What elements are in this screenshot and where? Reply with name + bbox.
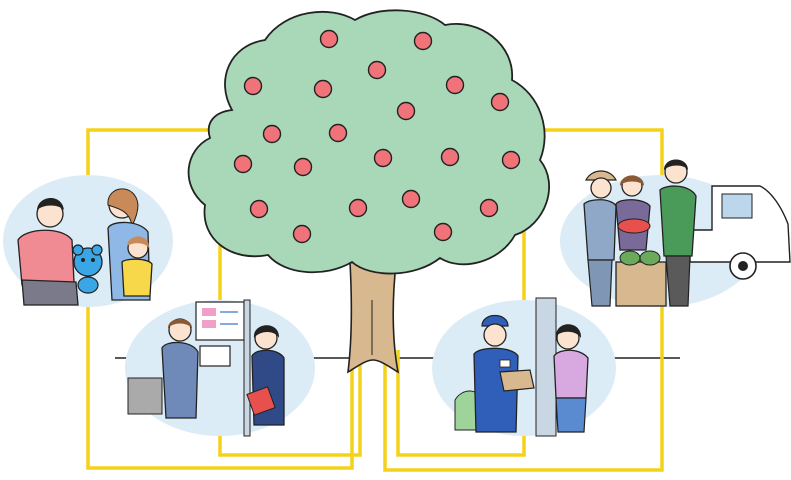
- fruit: [328, 123, 348, 143]
- fruit: [292, 224, 312, 244]
- recipient-icon: [553, 324, 589, 433]
- tree-fruits: [233, 29, 521, 244]
- visitor-icon: [246, 325, 285, 426]
- child-icon: [121, 236, 153, 297]
- fruit: [367, 60, 387, 80]
- fruit: [490, 92, 510, 112]
- fruit: [479, 198, 499, 218]
- delivery-person-icon: [473, 314, 519, 433]
- fruit: [313, 79, 333, 99]
- fruit: [233, 154, 253, 174]
- fruit: [373, 148, 393, 168]
- parcel-icon: [499, 369, 535, 392]
- tree-canopy: [187, 9, 550, 275]
- fruit: [440, 147, 460, 167]
- office-consultation-scene: [125, 299, 315, 437]
- fruit: [243, 76, 263, 96]
- fruit: [249, 199, 269, 219]
- vegetable-crate-icon: [615, 250, 667, 307]
- family-care-scene: [3, 175, 173, 307]
- truck-icon: [689, 185, 791, 280]
- fruit: [413, 31, 433, 51]
- connector-lines: [86, 128, 664, 472]
- farmer-right-icon: [659, 159, 697, 307]
- parent-icon: [17, 197, 79, 306]
- fruit: [262, 124, 282, 144]
- toy-icon: [72, 244, 103, 294]
- fruit: [319, 29, 339, 49]
- fruit: [293, 157, 313, 177]
- fruit: [501, 150, 521, 170]
- fruit: [348, 198, 368, 218]
- fruit: [433, 222, 453, 242]
- clerk-icon: [161, 318, 231, 419]
- farmer-left-icon: [583, 170, 617, 307]
- farm-produce-scene: [560, 159, 791, 307]
- fruit: [401, 189, 421, 209]
- fruit: [396, 101, 416, 121]
- delivery-scene: [432, 297, 616, 437]
- farmer-middle-icon: [615, 175, 651, 251]
- fruit: [445, 75, 465, 95]
